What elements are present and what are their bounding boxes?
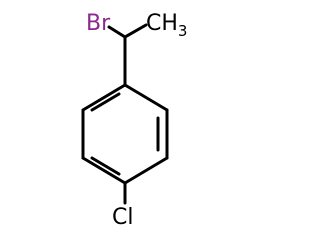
c-br-bond (107, 25, 127, 39)
ring-bond-1 (123, 83, 169, 112)
molecule-diagram: Br CH3 Cl (81, 11, 187, 230)
methyl-label: CH3 (146, 11, 187, 40)
ring-double-bond-bottom-left (90, 156, 121, 176)
ring-bond-4 (81, 156, 127, 185)
ring-bond-3 (123, 156, 169, 185)
chlorine-label: Cl (112, 205, 133, 230)
bond-lines (81, 23, 169, 205)
c-methyl-bond (123, 23, 148, 39)
ring-bond-6 (81, 83, 127, 112)
ring-double-bond-top-left (90, 92, 121, 112)
methyl-subscript: 3 (178, 22, 188, 40)
methyl-symbol: CH (146, 11, 178, 36)
bromine-label: Br (86, 11, 111, 36)
structure-canvas: Br CH3 Cl (81, 11, 187, 230)
